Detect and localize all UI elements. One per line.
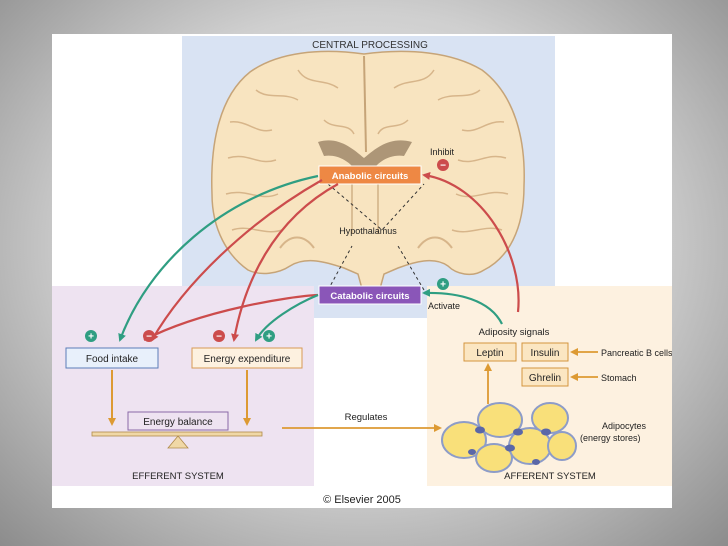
energy-expenditure-plus-icon [263,330,275,342]
energy-balance-label: Energy balance [143,417,213,428]
adiposity-inhibit-arrow [422,171,520,313]
balance-fulcrum [167,435,189,449]
central-processing-title: CENTRAL PROCESSING [312,40,428,51]
catabolic-to-energy-expenditure-arrow [255,293,319,342]
hypothalamus-label: Hypothalamus [339,226,397,236]
afferent-system-label: AFFERENT SYSTEM [504,471,596,482]
food-intake-label: Food intake [86,354,139,365]
svg-text:+: + [88,332,94,343]
insulin-label: Insulin [531,348,560,359]
inhibit-label: Inhibit [430,147,455,157]
adipocytes-label: Adipocytes [602,421,647,431]
efferent-system-label: EFFERENT SYSTEM [132,471,224,482]
balance-beam [91,431,263,437]
leptin-label: Leptin [476,348,503,359]
energy-balance-diagram: CENTRAL PROCESSING Hypothalamus Anabolic… [52,36,673,486]
pancreatic-cells-label: Pancreatic B cells [601,348,672,358]
slide: CENTRAL PROCESSING Hypothalamus Anabolic… [52,34,673,508]
svg-text:+: + [440,280,446,291]
efferent-system-panel [52,286,314,486]
energy-expenditure-label: Energy expenditure [204,354,291,365]
adiposity-signals-label: Adiposity signals [479,327,550,338]
anabolic-to-food-intake-arrow [118,174,319,342]
insulin-box [521,342,569,362]
svg-text:−: − [440,161,446,172]
anabolic-to-food-intake-inhibit-arrow [151,179,323,342]
inhibit-minus-icon [437,159,449,171]
energy-expenditure-box [191,347,303,369]
hypothalamus-dashed-lines [327,183,425,291]
food-intake-box [65,347,159,369]
catabolic-circuits-label: Catabolic circuits [330,291,409,302]
ghrelin-label: Ghrelin [529,373,561,384]
leptin-box [463,342,517,362]
svg-text:−: − [146,332,152,343]
adipocytes-illustration [441,402,577,473]
anabolic-circuits-label: Anabolic circuits [332,171,409,182]
ghrelin-box [521,367,569,387]
svg-text:−: − [216,332,222,343]
energy-expenditure-minus-icon [213,330,225,342]
stomach-label: Stomach [601,373,637,383]
copyright-notice: © Elsevier 2005 [323,494,401,506]
anabolic-to-energy-expenditure-arrow [231,183,339,342]
anabolic-circuits-box [318,165,422,185]
activate-label: Activate [428,301,460,311]
regulates-label: Regulates [345,412,388,423]
food-intake-minus-icon [143,330,155,342]
adiposity-activate-arrow [422,288,503,325]
energy-stores-label: (energy stores) [580,433,641,443]
activate-plus-icon [437,278,449,290]
catabolic-circuits-box [318,285,422,305]
catabolic-to-food-intake-arrow [143,293,319,341]
svg-text:+: + [266,332,272,343]
energy-balance-box [127,411,229,431]
food-intake-plus-icon [85,330,97,342]
